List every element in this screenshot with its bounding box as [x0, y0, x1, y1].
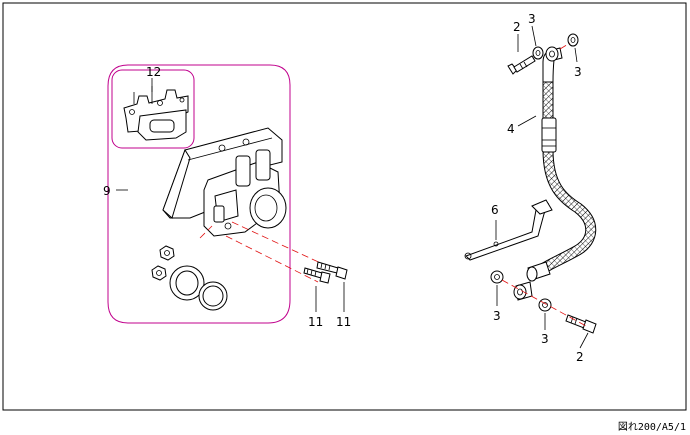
diagram-frame: [2, 2, 687, 411]
bleeder-nut-upper: [159, 245, 175, 261]
callout-11-right: 11: [336, 315, 351, 329]
leader-2-bottom: [579, 332, 589, 349]
callout-2-top: 2: [513, 20, 521, 34]
sealing-washer-upper-left: [532, 46, 544, 60]
sealing-washer-upper-right: [567, 33, 579, 47]
callout-2-bottom: 2: [576, 350, 584, 364]
leader-3-right: [574, 47, 578, 63]
caliper-bolt-right: [316, 261, 348, 280]
caliper-group-outline: [107, 64, 291, 324]
upper-banjo-fitting: [542, 46, 563, 83]
callout-4: 4: [507, 122, 515, 136]
callout-9: 9: [103, 184, 111, 198]
guide-line-bolt-lower: [225, 235, 319, 283]
banjo-bolt-upper: [507, 55, 536, 75]
guide-line-upper: [559, 42, 571, 50]
bleeder-nut-lower: [151, 265, 167, 281]
diagram-reference-code: 図れ200/A5/1: [617, 422, 686, 433]
caliper-bracket: [162, 127, 283, 219]
hose-crimp-collar: [541, 117, 557, 153]
piston-seal-large: [169, 265, 205, 301]
guide-line-piston: [199, 225, 213, 239]
lower-hose-fitting: [513, 261, 551, 301]
banjo-bolt-lower: [565, 314, 597, 334]
sealing-washer-lower-left: [490, 270, 504, 284]
callout-3-bottom-left: 3: [493, 309, 501, 323]
caliper-bolt-left: [303, 267, 331, 284]
leader-4: [517, 115, 537, 127]
brake-pad-group-outline: [111, 69, 195, 149]
piston-seal-small: [198, 281, 228, 311]
callout-3-right: 3: [574, 65, 582, 79]
callout-3-top: 3: [528, 12, 536, 26]
leader-3-top: [531, 25, 537, 47]
callout-12: 12: [146, 65, 161, 79]
brake-pad-set: [123, 86, 189, 141]
callout-6: 6: [491, 203, 499, 217]
guide-line-lower: [501, 279, 587, 327]
callout-11-left: 11: [308, 315, 323, 329]
hose-bracket: [464, 199, 553, 261]
callout-3-bottom-middle: 3: [541, 332, 549, 346]
caliper-body: [203, 149, 287, 237]
